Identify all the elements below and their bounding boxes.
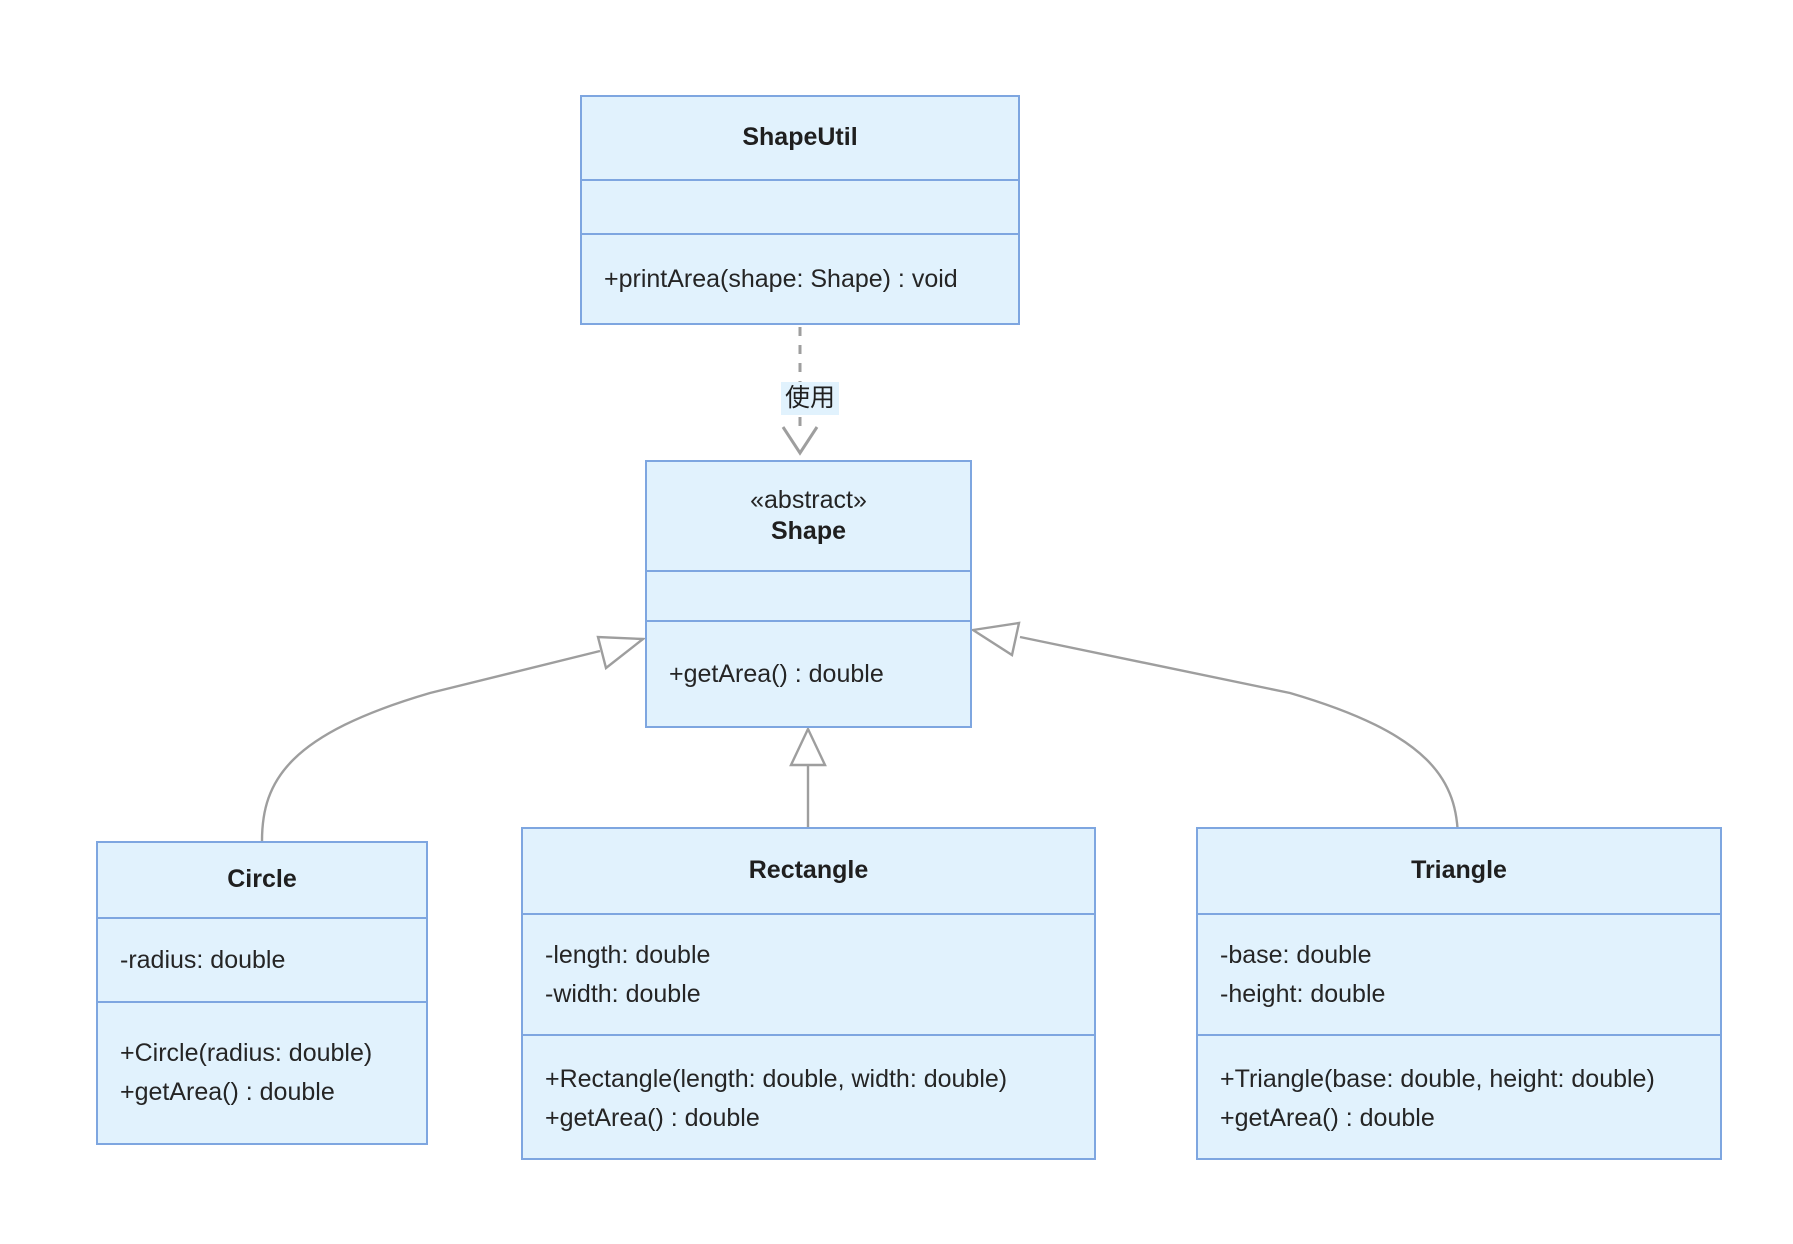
- class-title-compartment: Triangle: [1198, 829, 1720, 913]
- edge-generalization-rectangle-shape: [789, 726, 827, 841]
- class-methods-compartment: +Rectangle(length: double, width: double…: [523, 1034, 1094, 1162]
- hollow-triangle-arrowhead-icon: [969, 621, 1021, 657]
- class-method: +getArea() : double: [669, 659, 884, 688]
- class-method: +Rectangle(length: double, width: double…: [545, 1065, 1008, 1094]
- hollow-triangle-arrowhead-icon: [789, 726, 827, 767]
- class-methods-compartment: +Circle(radius: double) +getArea() : dou…: [98, 1001, 426, 1143]
- hollow-triangle-arrowhead-icon: [596, 635, 647, 671]
- class-methods-compartment: +printArea(shape: Shape) : void: [582, 233, 1018, 323]
- class-attributes-compartment: [647, 570, 970, 620]
- generalization-line: [1019, 635, 1460, 842]
- class-methods-compartment: +getArea() : double: [647, 620, 970, 726]
- class-methods-compartment: +Triangle(base: double, height: double) …: [1198, 1034, 1720, 1162]
- generalization-line: [260, 649, 601, 842]
- edge-generalization-circle-shape: [260, 635, 647, 842]
- class-name-rectangle: Rectangle: [748, 856, 869, 885]
- edge-generalization-triangle-shape: [969, 621, 1460, 842]
- class-method: +getArea() : double: [120, 1078, 335, 1106]
- class-name-circle: Circle: [227, 865, 297, 894]
- class-attribute: -width: double: [545, 979, 701, 1008]
- class-method: +Circle(radius: double): [120, 1039, 373, 1068]
- class-attribute: -length: double: [545, 940, 711, 969]
- class-node-circle[interactable]: Circle -radius: double +Circle(radius: d…: [96, 841, 428, 1145]
- class-node-triangle[interactable]: Triangle -base: double -height: double +…: [1196, 827, 1722, 1160]
- class-title-compartment: ShapeUtil: [582, 97, 1018, 179]
- class-title-compartment: «abstract» Shape: [647, 462, 970, 570]
- class-method: +getArea() : double: [545, 1104, 760, 1132]
- class-node-shapeutil[interactable]: ShapeUtil +printArea(shape: Shape) : voi…: [580, 95, 1020, 325]
- class-node-rectangle[interactable]: Rectangle -length: double -width: double…: [521, 827, 1096, 1160]
- class-attributes-compartment: -length: double -width: double: [523, 913, 1094, 1034]
- class-name-shape: Shape: [770, 517, 847, 545]
- class-stereotype-abstract: «abstract»: [750, 485, 867, 514]
- class-node-shape[interactable]: «abstract» Shape +getArea() : double: [645, 460, 972, 728]
- class-method: +Triangle(base: double, height: double): [1220, 1065, 1655, 1094]
- edge-label-dependency-uses: 使用: [781, 382, 840, 415]
- class-attributes-compartment: [582, 179, 1018, 233]
- class-attributes-compartment: -radius: double: [98, 917, 426, 1001]
- class-method: +printArea(shape: Shape) : void: [604, 264, 958, 293]
- class-attribute: -base: double: [1220, 940, 1372, 969]
- class-title-compartment: Circle: [98, 843, 426, 917]
- class-attributes-compartment: -base: double -height: double: [1198, 913, 1720, 1034]
- class-name-triangle: Triangle: [1411, 856, 1507, 885]
- class-title-compartment: Rectangle: [523, 829, 1094, 913]
- class-method: +getArea() : double: [1220, 1104, 1435, 1132]
- class-name-shapeutil: ShapeUtil: [742, 123, 858, 152]
- class-attribute: -height: double: [1220, 979, 1386, 1008]
- open-arrowhead-icon: [781, 426, 819, 456]
- class-attribute: -radius: double: [120, 945, 286, 974]
